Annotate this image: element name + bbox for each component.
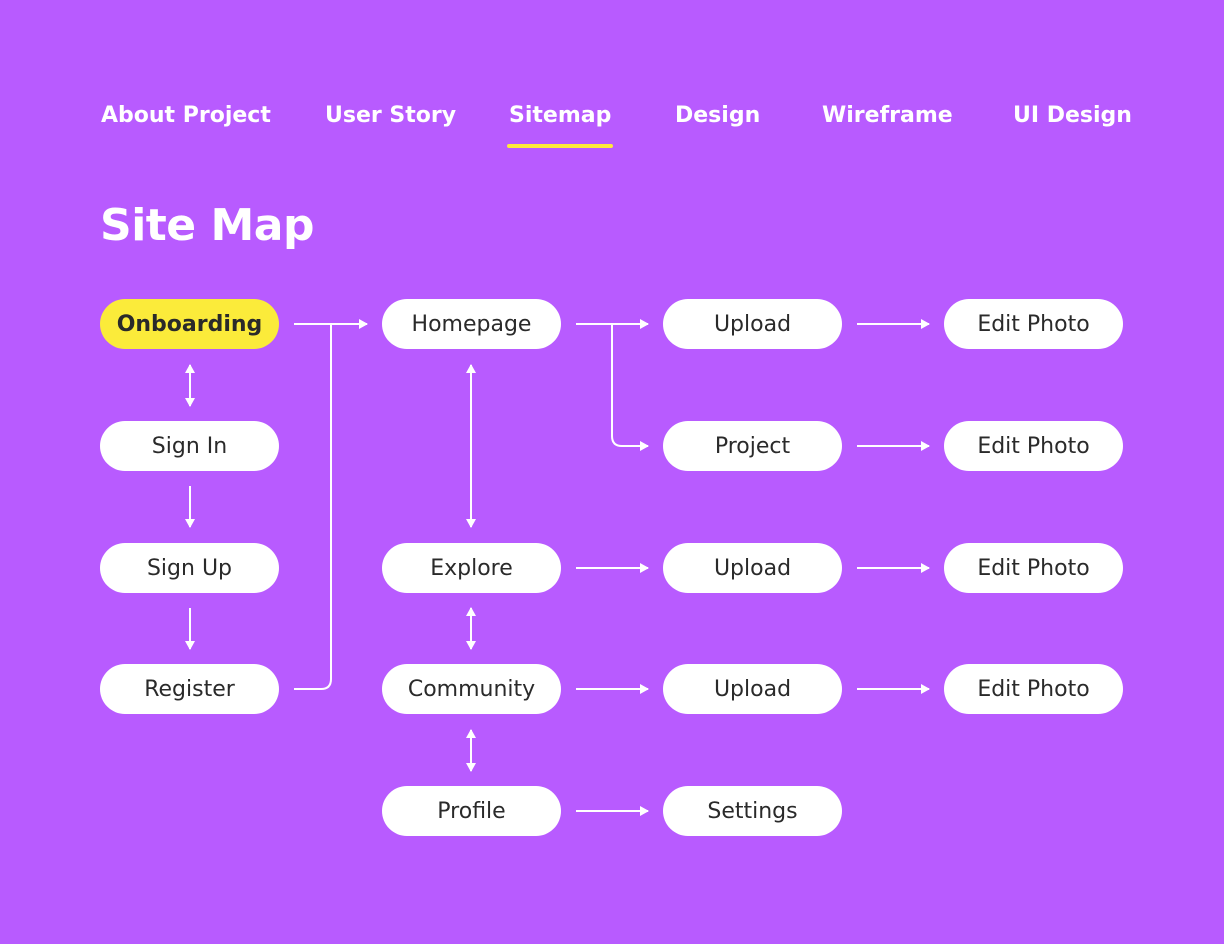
node-upload-home[interactable]: Upload bbox=[663, 299, 842, 349]
link-register-homepage bbox=[294, 324, 332, 690]
node-sign-up[interactable]: Sign Up bbox=[100, 543, 279, 593]
tab-ui-design[interactable]: UI Design bbox=[1013, 103, 1132, 128]
node-sign-in[interactable]: Sign In bbox=[100, 421, 279, 471]
node-community[interactable]: Community bbox=[382, 664, 561, 714]
node-onboarding[interactable]: Onboarding bbox=[100, 299, 279, 349]
node-project[interactable]: Project bbox=[663, 421, 842, 471]
tab-design[interactable]: Design bbox=[675, 103, 761, 128]
node-settings[interactable]: Settings bbox=[663, 786, 842, 836]
node-upload-explore[interactable]: Upload bbox=[663, 543, 842, 593]
tab-sitemap[interactable]: Sitemap bbox=[509, 103, 612, 128]
active-tab-indicator bbox=[507, 144, 613, 148]
tab-wireframe[interactable]: Wireframe bbox=[822, 103, 953, 128]
link-homepage-project bbox=[611, 324, 649, 451]
node-homepage[interactable]: Homepage bbox=[382, 299, 561, 349]
top-navigation: About Project User Story Sitemap Design … bbox=[0, 0, 1224, 160]
node-edit-photo-3[interactable]: Edit Photo bbox=[944, 543, 1123, 593]
node-upload-community[interactable]: Upload bbox=[663, 664, 842, 714]
node-register[interactable]: Register bbox=[100, 664, 279, 714]
node-edit-photo-2[interactable]: Edit Photo bbox=[944, 421, 1123, 471]
node-explore[interactable]: Explore bbox=[382, 543, 561, 593]
page-title: Site Map bbox=[100, 200, 314, 251]
tab-user-story[interactable]: User Story bbox=[325, 103, 457, 128]
tab-about-project[interactable]: About Project bbox=[101, 103, 271, 128]
node-profile[interactable]: Profile bbox=[382, 786, 561, 836]
node-edit-photo-4[interactable]: Edit Photo bbox=[944, 664, 1123, 714]
node-edit-photo-1[interactable]: Edit Photo bbox=[944, 299, 1123, 349]
